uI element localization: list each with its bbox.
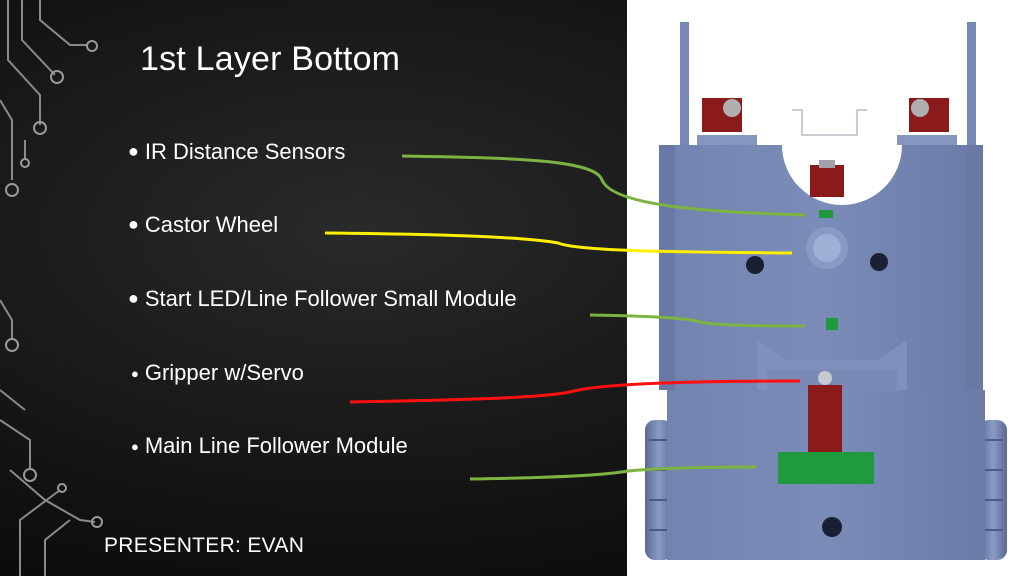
bullet-dot-icon: ● <box>131 439 139 454</box>
bullet-label: IR Distance Sensors <box>144 139 346 164</box>
bullet-dot-icon: ● <box>131 366 139 381</box>
bullet-gripper-servo: ● Gripper w/Servo <box>131 360 304 386</box>
bullet-label: Gripper w/Servo <box>144 360 304 385</box>
bullet-main-line-follower: ● Main Line Follower Module <box>131 433 408 459</box>
bullet-dot-icon: ● <box>128 141 139 161</box>
bullet-dot-icon: ● <box>128 288 139 308</box>
circuit-trace-decoration <box>0 0 103 576</box>
presenter-label: PRESENTER: EVAN <box>104 534 305 557</box>
bullet-dot-icon: ● <box>128 214 139 234</box>
bullet-start-led-module: ●Start LED/Line Follower Small Module <box>128 286 517 312</box>
bullet-label: Main Line Follower Module <box>144 433 408 458</box>
bullet-label: Start LED/Line Follower Small Module <box>144 286 517 311</box>
robot-bottom-render <box>627 0 1024 576</box>
bullet-label: Castor Wheel <box>144 212 279 237</box>
bullet-ir-distance-sensors: ●IR Distance Sensors <box>128 139 345 165</box>
slide-title: 1st Layer Bottom <box>140 40 401 78</box>
bullet-castor-wheel: ●Castor Wheel <box>128 212 278 238</box>
